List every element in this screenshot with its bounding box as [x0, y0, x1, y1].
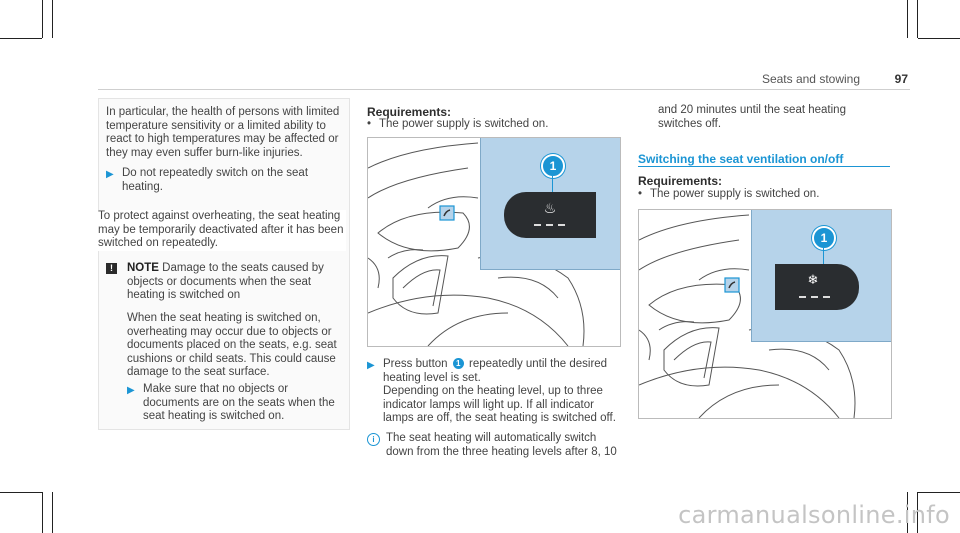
note-bullet-text: Make sure that no objects or documents a…: [143, 383, 335, 423]
crop-mark: [917, 492, 918, 533]
info-icon: i: [367, 433, 380, 446]
requirements-item: • The power supply is switched on.: [367, 118, 549, 130]
step-more: Depending on the heating level, up to th…: [383, 385, 616, 425]
requirements-item-2: • The power supply is switched on.: [638, 188, 820, 200]
callout-line-2: [823, 248, 824, 276]
figure-zoom-panel: 1 ♨: [480, 138, 620, 270]
seat-ventilation-icon: ❄: [807, 272, 819, 287]
overheating-paragraph: To protect against overheating, the seat…: [98, 210, 346, 251]
info-text: The seat heating will automatically swit…: [386, 432, 617, 458]
warning-box: [98, 98, 350, 430]
note-title: Damage to the seats caused by objects or…: [127, 262, 324, 302]
page-number: 97: [894, 72, 908, 86]
note-label: NOTE: [127, 262, 159, 274]
header-rule: [98, 89, 910, 90]
watermark: carmanualsonline.info: [678, 501, 950, 529]
note-body: When the seat heating is switched on, ov…: [127, 312, 337, 379]
crop-mark: [907, 0, 908, 38]
crop-mark: [42, 492, 43, 533]
requirements-label-2: Requirements:: [638, 174, 723, 188]
crop-mark: [918, 492, 960, 493]
step-pre: Press button: [383, 358, 448, 370]
warning-text: In particular, the health of persons wit…: [106, 106, 340, 159]
section-heading: Switching the seat ventilation on/off: [638, 152, 844, 166]
running-header: Seats and stowing: [762, 72, 860, 86]
callout-badge-2: 1: [812, 226, 836, 250]
arrow-right-icon: ▶: [367, 360, 375, 371]
section-title: Seats and stowing: [761, 72, 860, 86]
dashboard-illustration: [368, 142, 585, 346]
callout-badge: 1: [541, 154, 565, 178]
requirements-item-text: The power supply is switched on.: [379, 118, 549, 130]
crop-mark: [0, 38, 42, 39]
seat-heating-icon: ♨: [543, 200, 557, 216]
crop-mark: [52, 492, 53, 533]
seat-ventilation-figure: 1 ❄: [638, 209, 892, 419]
warning-bullet-text: Do not repeatedly switch on the seat hea…: [122, 167, 309, 193]
continued-text: and 20 minutes until the seat heating sw…: [658, 104, 846, 130]
seat-ventilation-button: ❄: [775, 264, 859, 310]
seat-heating-figure: 1 ♨: [367, 137, 621, 347]
step-instruction: ▶ Press button 1 repeatedly until the de…: [367, 358, 619, 426]
dashboard-illustration-2: [639, 214, 856, 418]
callout-badge-inline: 1: [452, 358, 464, 370]
crop-mark: [907, 492, 908, 533]
info-note: i The seat heating will automatically sw…: [367, 432, 619, 459]
requirements-item-2-text: The power supply is switched on.: [650, 188, 820, 200]
crop-mark: [917, 0, 918, 38]
note-bullet: ▶ Make sure that no objects or documents…: [127, 383, 345, 424]
requirements-label: Requirements:: [367, 105, 452, 119]
warning-bullet: ▶ Do not repeatedly switch on the seat h…: [106, 167, 344, 194]
note-block: ! NOTE Damage to the seats caused by obj…: [106, 262, 344, 303]
figure-zoom-panel-2: 1 ❄: [751, 210, 891, 342]
warning-icon: !: [106, 263, 117, 274]
step-post: repeatedly until the desired heating lev…: [383, 358, 608, 384]
section-heading-rule: [638, 166, 890, 167]
crop-mark: [42, 0, 43, 38]
arrow-right-icon: ▶: [127, 385, 135, 396]
seat-heating-button: ♨: [504, 192, 596, 238]
callout-line: [552, 176, 553, 204]
crop-mark: [52, 0, 53, 38]
indicator-lamps-2: [799, 296, 830, 298]
arrow-right-icon: ▶: [106, 169, 114, 180]
indicator-lamps: [534, 224, 565, 226]
crop-mark: [918, 38, 960, 39]
crop-mark: [0, 492, 42, 493]
